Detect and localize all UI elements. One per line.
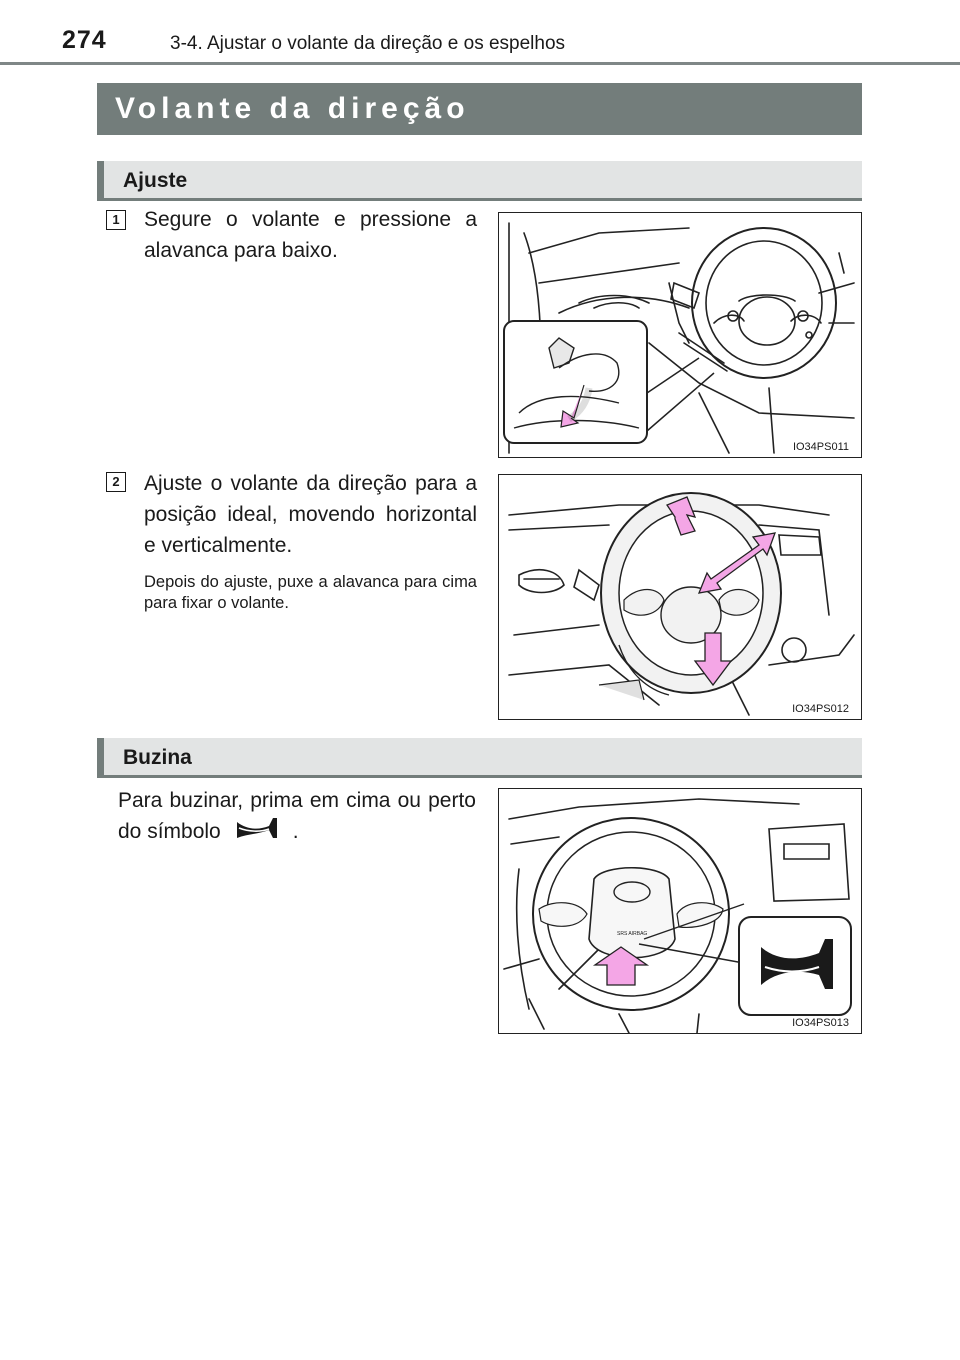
figure-lever-release: IO34PS011 bbox=[498, 212, 862, 458]
horn-text: Para buzinar, prima em cima ou perto do … bbox=[118, 785, 476, 849]
figure-wheel-adjust: IO34PS012 bbox=[498, 474, 862, 720]
page-number: 274 bbox=[62, 26, 107, 54]
steering-adjust-illustration bbox=[508, 492, 855, 716]
steering-lever-illustration bbox=[503, 222, 855, 454]
figure-horn: SRS AIRBAG IO34PS013 bbox=[498, 788, 862, 1034]
step1-text: Segure o volante e pressione a alavanca … bbox=[144, 208, 477, 262]
step-badge-1: 1 bbox=[106, 210, 126, 230]
figure-code: IO34PS011 bbox=[790, 441, 851, 453]
section-title: Volante da direção bbox=[97, 83, 862, 135]
horn-illustration: SRS AIRBAG bbox=[503, 798, 852, 1033]
step2-text: Ajuste o volante da direção para a posiç… bbox=[144, 472, 477, 557]
header-rule bbox=[0, 62, 960, 65]
horn-icon bbox=[235, 816, 279, 849]
page-header: 274 3-4. Ajustar o volante da direção e … bbox=[0, 0, 960, 70]
chapter-title: 3-4. Ajustar o volante da direção e os e… bbox=[170, 33, 566, 54]
horn-text-after: . bbox=[292, 820, 299, 844]
figure-code: IO34PS012 bbox=[790, 703, 851, 715]
step2-note: Depois do ajuste, puxe a alavanca para c… bbox=[144, 573, 477, 612]
figure-code: IO34PS013 bbox=[790, 1017, 851, 1029]
subhead-ajuste: Ajuste bbox=[97, 161, 862, 201]
horn-text-before: Para buzinar, prima em cima ou perto do … bbox=[118, 789, 476, 844]
subhead-buzina: Buzina bbox=[97, 738, 862, 778]
step-badge-2: 2 bbox=[106, 472, 126, 492]
airbag-label: SRS AIRBAG bbox=[617, 931, 647, 937]
